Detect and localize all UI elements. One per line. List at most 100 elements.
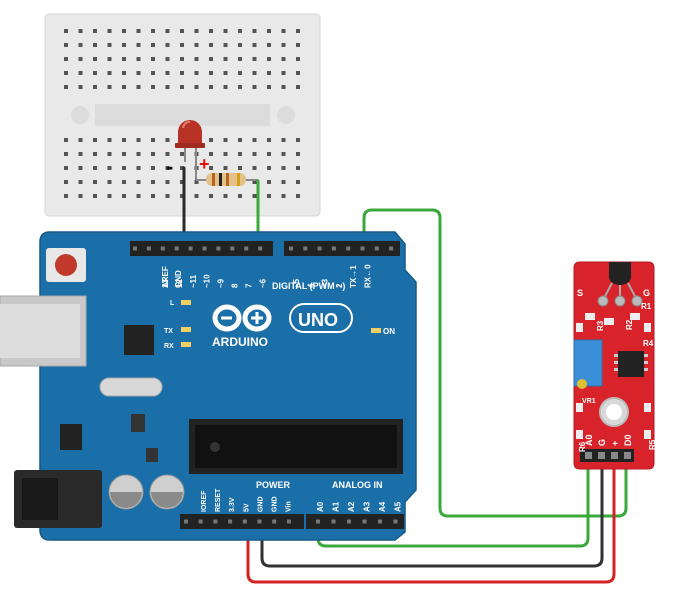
header-pin[interactable] <box>374 246 379 251</box>
header-pin[interactable] <box>230 246 235 251</box>
breadboard-hole <box>296 85 300 89</box>
sensor-label-r2: R2 <box>625 319 634 330</box>
header-pin[interactable] <box>257 519 262 524</box>
breadboard-hole <box>209 166 213 170</box>
breadboard-hole <box>209 138 213 142</box>
header-pin[interactable] <box>188 246 193 251</box>
breadboard-hole <box>281 152 286 156</box>
breadboard-hole <box>180 180 184 184</box>
breadboard-hole <box>165 43 170 47</box>
breadboard-hole <box>136 57 141 61</box>
header-pin[interactable] <box>272 519 277 524</box>
breadboard-hole <box>93 180 97 184</box>
breadboard-hole <box>252 71 257 75</box>
header-pin[interactable] <box>213 519 218 524</box>
pin-label-power: GND <box>272 496 279 512</box>
header-pin[interactable] <box>286 519 291 524</box>
breadboard-hole <box>165 180 170 184</box>
sensor-label-r3: R3 <box>596 320 605 331</box>
breadboard-hole <box>107 85 112 89</box>
breadboard-hole <box>64 85 68 89</box>
breadboard-hole <box>122 71 126 75</box>
header-pin[interactable] <box>393 519 398 524</box>
breadboard-hole <box>122 194 126 198</box>
breadboard-hole <box>252 180 257 184</box>
pin-label-top: ~5 <box>292 278 301 288</box>
header-pins <box>133 246 398 524</box>
breadboard-hole <box>93 166 97 170</box>
wire-pin2-d0[interactable] <box>362 208 628 518</box>
header-pin[interactable] <box>389 246 394 251</box>
pin-label-top: ~3 <box>321 278 330 288</box>
header-pin[interactable] <box>184 519 188 524</box>
breadboard-hole <box>180 29 184 33</box>
breadboard-hole <box>267 194 271 198</box>
breadboard-hole <box>151 166 155 170</box>
breadboard-hole <box>151 180 155 184</box>
wire-a0-a0[interactable] <box>316 460 590 548</box>
pin-label-top: ~6 <box>258 278 267 288</box>
breadboard-hole <box>296 166 300 170</box>
header-pin[interactable] <box>360 246 365 251</box>
arduino-model-text: UNO <box>298 310 338 330</box>
breadboard-hole <box>64 29 68 33</box>
breadboard-hole <box>296 138 300 142</box>
breadboard-hole <box>78 29 83 33</box>
led-label-l: L <box>170 300 175 307</box>
breadboard-hole <box>165 138 170 142</box>
header-pin[interactable] <box>146 246 151 251</box>
header-pin[interactable] <box>346 246 351 251</box>
breadboard-hole <box>281 194 286 198</box>
arduino-logo-icon <box>212 304 272 332</box>
breadboard-hole <box>136 180 141 184</box>
breadboard-hole <box>93 29 97 33</box>
header-pin[interactable] <box>244 246 249 251</box>
breadboard-hole <box>136 43 141 47</box>
digital-header-label: DIGITAL (PWM ~) <box>272 281 345 291</box>
header-pin[interactable] <box>347 519 351 524</box>
header-pin[interactable] <box>362 519 367 524</box>
pin-label-power: 5V <box>243 503 250 512</box>
breadboard-hole <box>209 43 213 47</box>
breadboard-hole <box>78 57 83 61</box>
header-pin[interactable] <box>202 246 207 251</box>
breadboard-hole <box>267 85 271 89</box>
header-pin[interactable] <box>317 246 322 251</box>
header-pin[interactable] <box>331 519 336 524</box>
header-pin[interactable] <box>378 519 382 524</box>
header-pin[interactable] <box>228 519 233 524</box>
breadboard-hole <box>122 138 126 142</box>
header-pin[interactable] <box>258 246 263 251</box>
wire-gnd-g[interactable] <box>260 460 604 568</box>
header-pin[interactable] <box>216 246 221 251</box>
breadboard-hole <box>64 194 68 198</box>
header-pin[interactable] <box>331 246 336 251</box>
header-pin[interactable] <box>303 246 308 251</box>
arduino-brand-text: ARDUINO <box>212 335 268 349</box>
header-pin[interactable] <box>133 246 137 251</box>
header-pin[interactable] <box>316 519 320 524</box>
sensor-pin-label: A0 <box>584 434 594 446</box>
pin-label-top: 13 <box>161 279 170 288</box>
header-pin[interactable] <box>198 519 203 524</box>
breadboard-holes <box>64 29 300 198</box>
breadboard-hole <box>252 152 257 156</box>
sensor-pin-label: D0 <box>623 434 633 446</box>
header-pin[interactable] <box>242 519 247 524</box>
breadboard-hole <box>93 57 97 61</box>
breadboard-hole <box>107 194 112 198</box>
breadboard-hole <box>281 85 286 89</box>
breadboard-hole <box>78 138 83 142</box>
header-pin[interactable] <box>289 246 293 251</box>
breadboard-hole <box>281 57 286 61</box>
breadboard-hole <box>93 71 97 75</box>
breadboard-hole <box>180 166 184 170</box>
wire-5v-plus[interactable] <box>246 460 616 584</box>
breadboard-hole <box>64 71 68 75</box>
breadboard-hole <box>78 166 83 170</box>
header-pin[interactable] <box>174 246 179 251</box>
header-pin[interactable] <box>160 246 165 251</box>
breadboard-hole <box>238 43 242 47</box>
breadboard-hole <box>165 194 170 198</box>
breadboard-hole <box>209 57 213 61</box>
